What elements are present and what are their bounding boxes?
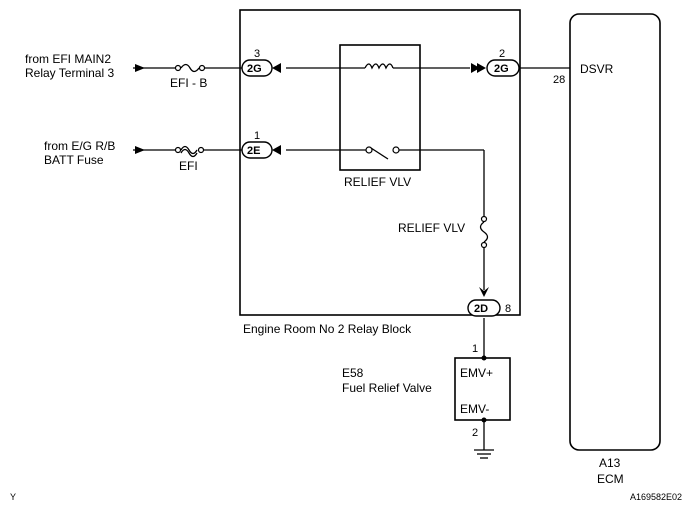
relay-label: RELIEF VLV [344,175,411,189]
connector-2e-pin: 1 [254,130,260,142]
connector-2g-left-pin: 3 [254,48,260,60]
wire-valve [481,318,487,450]
ecm-code: A13 [599,456,621,470]
source-eg-rb-line2: BATT Fuse [44,153,104,167]
valve-name: Fuel Relief Valve [342,381,432,395]
valve-pin-neg: 2 [472,427,478,439]
wire-efi-main2 [133,63,570,73]
relay-block-label: Engine Room No 2 Relay Block [243,322,412,336]
connector-2g-left-label: 2G [247,63,262,75]
connector-2g-right-pin: 2 [499,48,505,60]
valve-code: E58 [342,366,364,380]
source-eg-rb-line1: from E/G R/B [44,139,115,153]
connector-2d-label: 2D [474,303,488,315]
ecm-terminal-label: DSVR [580,62,614,76]
source-efi-main2-line1: from EFI MAIN2 [25,52,111,66]
valve-term-pos: EMV+ [460,366,493,380]
fuse-label-relief-vlv: RELIEF VLV [398,221,465,235]
ecm-pin: 28 [553,74,565,86]
source-efi-main2-line2: Relay Terminal 3 [25,66,114,80]
relay-block-outline [239,9,521,316]
relay-outline [339,44,421,171]
ecm-outline [569,13,661,451]
figure-id: A169582E02 [630,492,682,502]
fuse-label-efi: EFI [179,159,198,173]
connector-2g-left [241,59,273,77]
ground-icon [474,449,494,459]
ecm-name: ECM [597,472,624,486]
fuse-label-efi-b: EFI - B [170,76,207,90]
footer-left-mark: Y [10,492,16,502]
wire-eg-rb [133,145,489,297]
valve-pin-pos: 1 [472,343,478,355]
connector-2d [467,299,501,317]
connector-2e-label: 2E [247,145,260,157]
connector-2d-pin: 8 [505,303,511,315]
connector-2e [241,141,273,159]
valve-term-neg: EMV- [460,402,489,416]
connector-2g-right [486,59,520,77]
connector-2g-right-label: 2G [494,63,509,75]
relay-coil [364,63,394,70]
